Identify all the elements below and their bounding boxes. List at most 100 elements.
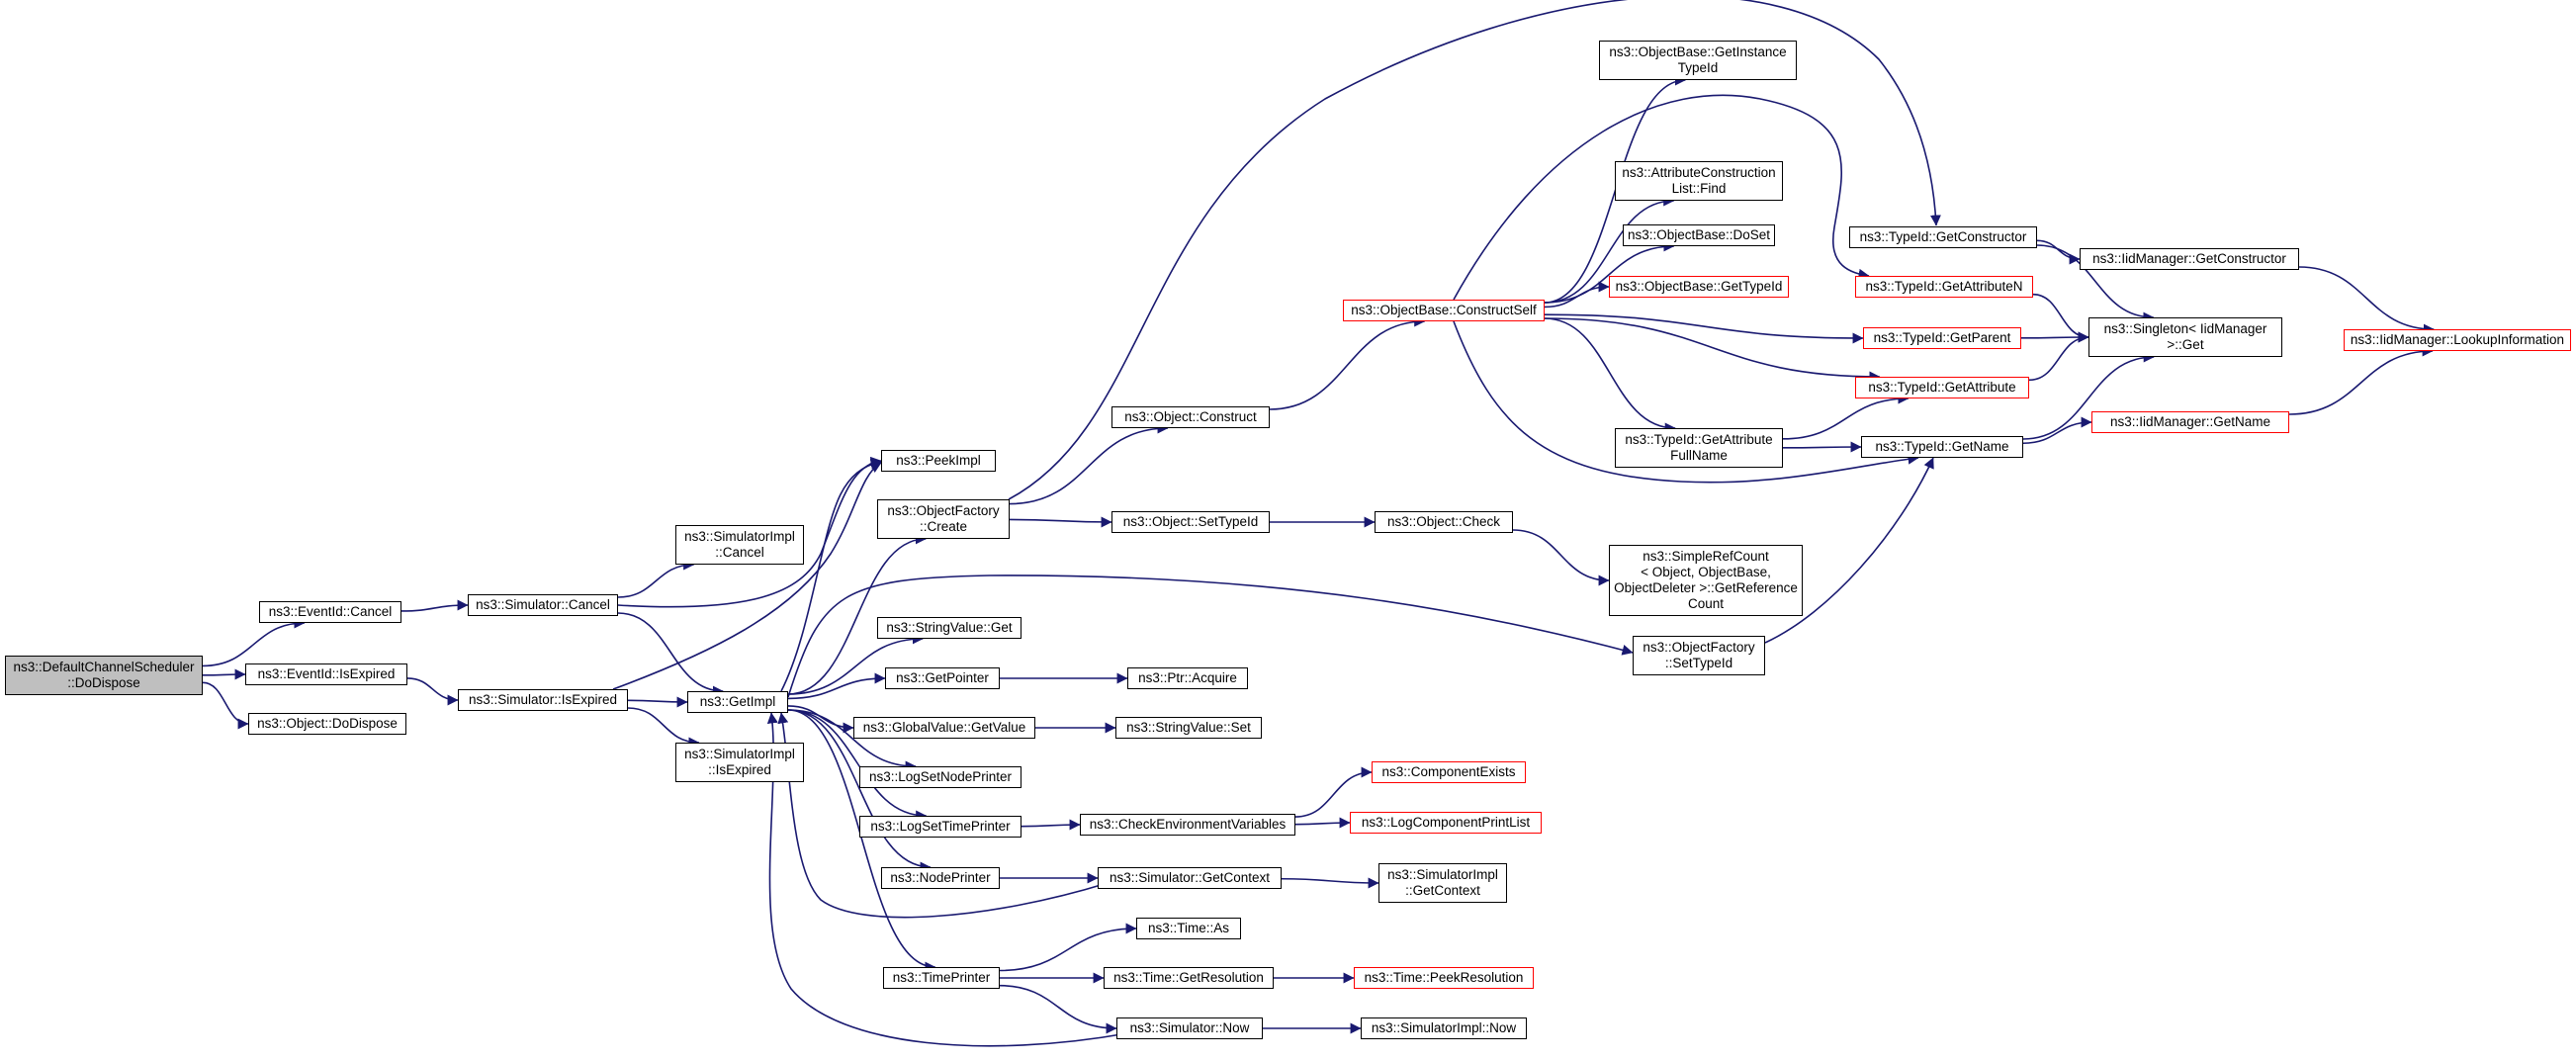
edge-eventid-isexpired-to-simulator-isexpired [406, 677, 459, 706]
node-label-line: ns3::ObjectBase::GetTypeId [1615, 279, 1783, 294]
node-nodeprinter[interactable]: ns3::NodePrinter [881, 867, 1000, 889]
edge-simulator-isexpired-to-getimpl [627, 696, 688, 708]
node-label: ns3::GetImpl [700, 694, 776, 710]
node-label: ns3::ComponentExists [1381, 764, 1515, 780]
node-label: ns3::Object::DoDispose [257, 716, 398, 732]
edge-getimpl-to-objfactory-create [787, 533, 927, 695]
node-logsettimeprinter[interactable]: ns3::LogSetTimePrinter [859, 816, 1022, 838]
node-simplerefcount[interactable]: ns3::SimpleRefCount< Object, ObjectBase,… [1609, 545, 1803, 616]
node-checkenv[interactable]: ns3::CheckEnvironmentVariables [1080, 814, 1295, 836]
node-typeid-getattributen[interactable]: ns3::TypeId::GetAttributeN [1855, 276, 2033, 298]
node-label-line: < Object, ObjectBase, [1641, 565, 1771, 579]
node-object-dodispose[interactable]: ns3::Object::DoDispose [248, 713, 406, 735]
node-object-check[interactable]: ns3::Object::Check [1375, 511, 1513, 533]
node-label: ns3::Time::As [1148, 921, 1229, 936]
node-time-as[interactable]: ns3::Time::As [1136, 918, 1241, 939]
node-label: ns3::Simulator::Cancel [476, 597, 610, 613]
node-label-line: ns3::StringValue::Set [1126, 720, 1251, 735]
node-eventid-cancel[interactable]: ns3::EventId::Cancel [259, 601, 401, 623]
node-timeprinter[interactable]: ns3::TimePrinter [883, 967, 1000, 989]
node-getimpl[interactable]: ns3::GetImpl [687, 691, 788, 713]
node-object-construct[interactable]: ns3::Object::Construct [1111, 406, 1270, 428]
node-label-line: ns3::LogComponentPrintList [1361, 815, 1531, 830]
node-logcomponentprintlist[interactable]: ns3::LogComponentPrintList [1350, 812, 1542, 834]
node-simimpl-getcontext[interactable]: ns3::SimulatorImpl::GetContext [1378, 863, 1507, 903]
node-label-line: ns3::Simulator::Now [1129, 1020, 1250, 1035]
node-label: ns3::EventId::IsExpired [258, 666, 396, 682]
node-typeid-getattribute[interactable]: ns3::TypeId::GetAttribute [1855, 377, 2029, 398]
node-label-line: ::SetTypeId [1664, 656, 1733, 670]
node-label-line: ns3::EventId::IsExpired [257, 666, 396, 681]
node-label: ns3::PeekImpl [896, 453, 981, 469]
node-label-line: ns3::TimePrinter [892, 970, 991, 985]
node-eventid-isexpired[interactable]: ns3::EventId::IsExpired [245, 663, 407, 685]
edge-getimpl-to-logsetnodeprinter [787, 709, 917, 772]
edge-object-check-to-simplerefcount [1512, 529, 1610, 586]
node-label: ns3::ObjectBase::ConstructSelf [1351, 303, 1537, 318]
edge-objbase-constructself-to-objbase-doset [1544, 240, 1675, 304]
node-label-line: ns3::StringValue::Get [886, 620, 1013, 635]
edge-root-to-eventid-cancel [202, 617, 306, 667]
node-ptr-acquire[interactable]: ns3::Ptr::Acquire [1127, 667, 1248, 689]
node-label: ns3::Time::GetResolution [1113, 970, 1264, 986]
edge-root-to-eventid-isexpired [202, 668, 246, 680]
node-simimpl-isexpired[interactable]: ns3::SimulatorImpl::IsExpired [675, 743, 804, 782]
node-typeid-getparent[interactable]: ns3::TypeId::GetParent [1863, 327, 2021, 349]
edge-typeid-getattrfullname-to-typeid-getattribute [1782, 393, 1910, 440]
node-label: ns3::TypeId::GetConstructor [1860, 229, 2027, 245]
node-iidmanager-getconstructor[interactable]: ns3::IidManager::GetConstructor [2080, 248, 2299, 270]
node-simimpl-cancel[interactable]: ns3::SimulatorImpl::Cancel [675, 525, 804, 565]
node-objbase-doset[interactable]: ns3::ObjectBase::DoSet [1623, 224, 1775, 246]
node-label: ns3::ObjectBase::GetTypeId [1616, 279, 1783, 295]
node-singleton-get[interactable]: ns3::Singleton< IidManager>::Get [2088, 317, 2282, 357]
node-label-line: ns3::CheckEnvironmentVariables [1089, 817, 1287, 832]
node-simimpl-now[interactable]: ns3::SimulatorImpl::Now [1361, 1017, 1527, 1039]
node-label-line: ns3::TypeId::GetAttribute [1868, 380, 2016, 395]
node-simulator-isexpired[interactable]: ns3::Simulator::IsExpired [458, 689, 628, 711]
node-componentexists[interactable]: ns3::ComponentExists [1372, 761, 1526, 783]
node-label-line: ns3::TypeId::GetConstructor [1859, 229, 2027, 244]
node-label: ns3::Simulator::Now [1130, 1020, 1250, 1036]
node-peekimpl[interactable]: ns3::PeekImpl [881, 450, 996, 472]
node-globalvalue-getvalue[interactable]: ns3::GlobalValue::GetValue [853, 717, 1035, 739]
node-label-line: ns3::Time::GetResolution [1113, 970, 1264, 985]
node-label-line: ns3::ComponentExists [1381, 764, 1516, 779]
edge-timeprinter-to-sim-now [999, 984, 1117, 1034]
node-label: ns3::Ptr::Acquire [1138, 670, 1237, 686]
node-typeid-getconstructor[interactable]: ns3::TypeId::GetConstructor [1849, 226, 2037, 248]
node-objfactory-settypeid[interactable]: ns3::ObjectFactory::SetTypeId [1633, 636, 1765, 675]
node-iidmanager-getname[interactable]: ns3::IidManager::GetName [2091, 411, 2289, 433]
node-label-line: ns3::SimulatorImpl::Now [1371, 1020, 1517, 1035]
node-time-getresolution[interactable]: ns3::Time::GetResolution [1104, 967, 1274, 989]
node-getpointer[interactable]: ns3::GetPointer [885, 667, 1000, 689]
node-label-line: ns3::Time::As [1147, 921, 1230, 935]
edge-objbase-constructself-to-objbase-gettypeid [1544, 281, 1610, 309]
node-sim-getcontext[interactable]: ns3::Simulator::GetContext [1098, 867, 1282, 889]
node-iidmanager-lookupinfo[interactable]: ns3::IidManager::LookupInformation [2344, 329, 2571, 351]
edge-typeid-getconstructor-to-singleton-get [2036, 244, 2155, 323]
node-label: ns3::DefaultChannelScheduler::DoDispose [13, 660, 194, 691]
node-object-settypeid[interactable]: ns3::Object::SetTypeId [1111, 511, 1270, 533]
node-simulator-cancel[interactable]: ns3::Simulator::Cancel [468, 594, 618, 616]
edge-root-to-object-dodispose [202, 681, 249, 730]
node-label-line: ns3::Ptr::Acquire [1138, 670, 1237, 685]
node-objbase-constructself[interactable]: ns3::ObjectBase::ConstructSelf [1343, 300, 1545, 321]
node-time-peekresolution[interactable]: ns3::Time::PeekResolution [1354, 967, 1534, 989]
node-typeid-getname[interactable]: ns3::TypeId::GetName [1861, 436, 2023, 458]
node-objbase-gettypeid[interactable]: ns3::ObjectBase::GetTypeId [1609, 276, 1789, 298]
node-stringvalue-get[interactable]: ns3::StringValue::Get [877, 617, 1022, 639]
edge-objfactory-create-to-object-construct [1009, 422, 1169, 505]
node-logsetnodeprinter[interactable]: ns3::LogSetNodePrinter [859, 766, 1022, 788]
node-label: ns3::LogSetNodePrinter [869, 769, 1012, 785]
node-stringvalue-set[interactable]: ns3::StringValue::Set [1115, 717, 1262, 739]
node-label-line: ns3::LogSetNodePrinter [868, 769, 1013, 784]
edge-simulator-cancel-to-getimpl [617, 612, 724, 697]
edge-objfactory-create-to-typeid-getconstructor [1008, 0, 1941, 500]
node-label-line: ns3::SimulatorImpl [684, 529, 795, 544]
node-sim-now[interactable]: ns3::Simulator::Now [1116, 1017, 1263, 1039]
node-objfactory-create[interactable]: ns3::ObjectFactory::Create [877, 499, 1010, 539]
